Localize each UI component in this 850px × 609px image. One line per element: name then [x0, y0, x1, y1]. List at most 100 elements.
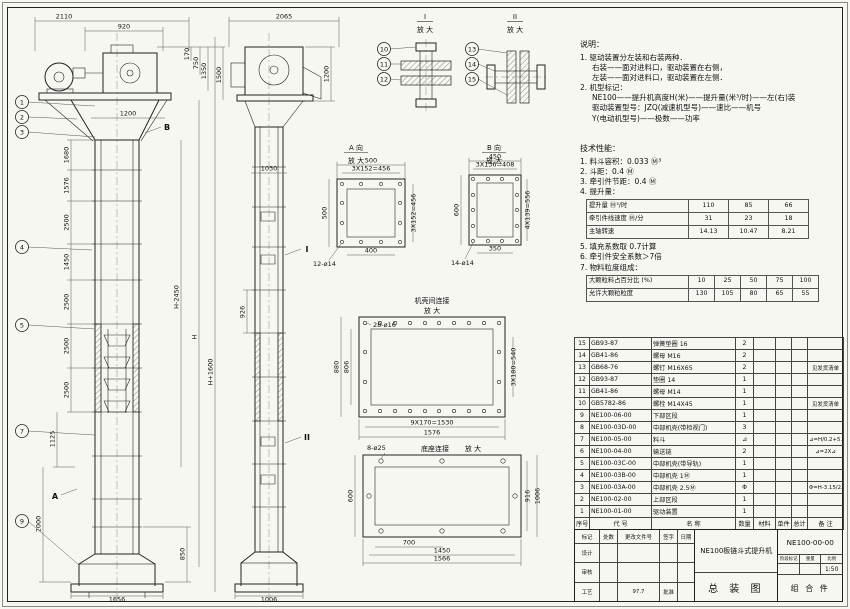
balloon-12-label: 12 [380, 75, 388, 83]
scale-value-row: 1:50 [778, 563, 842, 574]
note-line: 1. 驱动装置分左装和右装两种． [580, 52, 688, 62]
bom-material [753, 481, 776, 494]
section-b-view: B 向 放 大 450 3X136=408 600 4X139=556 350 … [451, 143, 532, 267]
dim-920: 920 [118, 23, 130, 31]
dim-flange-806: 806 [343, 361, 351, 373]
bom-weight-total [791, 385, 808, 398]
bom-name: 料斗 [651, 433, 736, 446]
bom-weight-each [775, 505, 792, 518]
bom-name: 螺母 M16 [651, 349, 736, 362]
bom-header-cell: 数量 [735, 517, 754, 530]
section-a-title: A 向 [349, 143, 363, 152]
notes-panel: 说明： 1. 驱动装置分左装和右装两种．右装——面对进料口，驱动装置在右侧，左装… [580, 40, 842, 124]
bom-qty: ⊿ [735, 433, 754, 446]
bom-material [753, 361, 776, 374]
balloon-11-label: 11 [380, 60, 388, 68]
dim-1350: 1350 [200, 63, 208, 80]
revision-cell: 日期 [677, 530, 694, 543]
flange-zoom-label: 放 大 [424, 306, 440, 315]
bom-no: 12 [574, 373, 590, 386]
bom-weight-total [791, 409, 808, 422]
detail-ii-zoom-label: 放 大 [507, 25, 523, 34]
bom-code: GB93-87 [589, 337, 652, 350]
bom-code: NE100-05-00 [589, 433, 652, 446]
bom-material [753, 433, 776, 446]
bom-weight-total [791, 421, 808, 434]
view-mark-a: A [52, 492, 59, 501]
weight-label: 重量 [798, 555, 821, 563]
signature-cell [599, 563, 617, 582]
dim-750: 750 [192, 57, 200, 69]
bom-name: 螺钉 M16X65 [651, 361, 736, 374]
bom-no: 11 [574, 385, 590, 398]
bom-code: NE100-06-00 [589, 409, 652, 422]
notes-lines: 1. 驱动装置分左装和右装两种．右装——面对进料口，驱动装置在右侧，左装——面对… [580, 53, 842, 124]
title-block-right: NE100-00-00 阶段标记 重量 比例 1:50 组 合 件 [777, 530, 842, 601]
dim-2500-c: 2500 [63, 338, 71, 355]
bom-no: 14 [574, 349, 590, 362]
bom-weight-total [791, 481, 808, 494]
bom-note [807, 337, 844, 350]
bom-weight-each [775, 469, 792, 482]
dim-b-left: 600 [453, 204, 461, 216]
bom-material [753, 457, 776, 470]
stage-label: 阶段标记 [779, 557, 798, 562]
bom-qty: 1 [735, 493, 754, 506]
dim-a-pitch-top: 3X152=456 [352, 165, 391, 173]
grain-value: 130 [688, 287, 715, 302]
note-line: Y(电动机型号)——极数——功率 [592, 113, 700, 123]
revision-header-row: 标记处数更改文件号签字日期 [575, 530, 694, 543]
bom-note: Φ=H-3.15/2.5 [807, 481, 844, 494]
bom-code: GB41-86 [589, 385, 652, 398]
bom-no: 2 [574, 493, 590, 506]
section-a-zoom-label: 放 大 [348, 156, 364, 165]
grain-value: 105 [714, 287, 741, 302]
bom-code: GB5782-86 [589, 397, 652, 410]
bom-weight-each [775, 361, 792, 374]
balloon-9 [15, 514, 29, 528]
signature-cell [659, 544, 677, 563]
signature-cell [617, 544, 659, 563]
note-line: 驱动装置型号：JZQ(减速机型号)——速比——机号 [592, 103, 762, 113]
grain-value: 55 [792, 287, 819, 302]
bom-name: 下部区段 [651, 409, 736, 422]
dim-flange-880: 880 [333, 361, 341, 373]
base-zoom-label: 放 大 [465, 444, 481, 453]
tech-item: 4. 提升量： [580, 187, 620, 197]
balloon-7 [15, 424, 29, 438]
capacity-value: 18 [768, 212, 809, 227]
notes-title: 说明： [580, 40, 604, 49]
balloon-5 [15, 318, 29, 332]
dim-base-1566: 1566 [434, 555, 451, 563]
tech-title: 技术性能： [580, 144, 620, 153]
dim-2500-b: 2500 [63, 294, 71, 311]
bom-code: NE100-03A-00 [589, 481, 652, 494]
balloon-1-label: 1 [20, 98, 24, 106]
revision-cell: 签字 [659, 530, 677, 543]
bom-name: 螺栓 M14X45 [651, 397, 736, 410]
flange-detail-view: 机壳间连接 放 大 28-ø16 806 880 3X180=540 9X170… [333, 296, 518, 440]
designer-row: 设计 [575, 543, 695, 563]
grain-value: 25 [714, 274, 741, 289]
signature-cell: 设计 [581, 551, 593, 558]
section-mark-ii: II [304, 433, 310, 442]
detail-i-zoom-label: 放 大 [417, 25, 433, 34]
bom-header-cell: 单件 [775, 517, 792, 530]
dim-2500-d: 2500 [63, 382, 71, 399]
bom-weight-each [775, 409, 792, 422]
capacity-value: 10.47 [728, 225, 769, 240]
dim-2000: 2000 [35, 516, 43, 533]
bom-no: 13 [574, 361, 590, 374]
bom-no: 1 [574, 505, 590, 518]
balloon-4 [15, 240, 29, 254]
title-block-middle: NE100板链斗式提升机 总 装 图 [694, 530, 778, 601]
